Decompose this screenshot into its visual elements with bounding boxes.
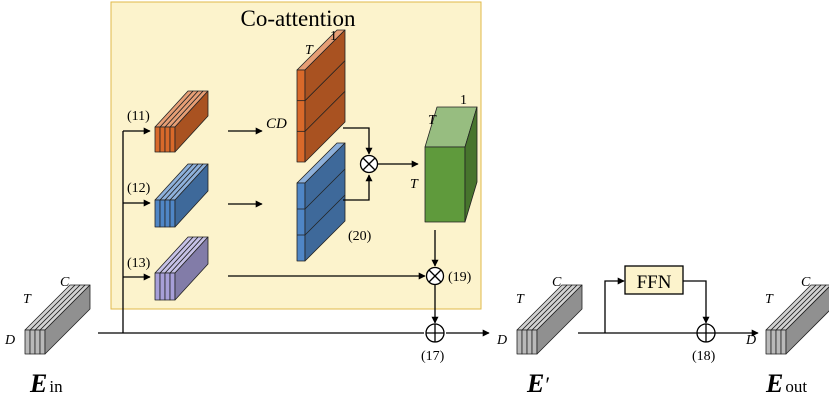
- slice-side: [174, 90, 209, 153]
- slice-front: [154, 199, 161, 228]
- slice-front: [775, 329, 782, 355]
- e-in-block: [24, 284, 91, 355]
- slice-front: [516, 329, 523, 355]
- slice-front: [159, 199, 166, 228]
- slice-front: [154, 126, 161, 153]
- bracket-orange-to-mult: [343, 127, 373, 155]
- slice-front: [521, 329, 528, 355]
- eq-11-label: (11): [127, 109, 150, 124]
- slice-front: [159, 272, 166, 301]
- slice-front: [765, 329, 772, 355]
- block-11-orange: [154, 90, 209, 153]
- tall-division-side: [304, 60, 346, 101]
- eq-13-label: (13): [127, 256, 151, 271]
- tall-front: [296, 182, 306, 262]
- bracket-blue-to-mult: [343, 174, 373, 201]
- slice-front: [164, 126, 171, 153]
- e-prime-name: E′: [526, 369, 550, 398]
- arrow-to-ffn: [604, 277, 625, 333]
- eq-20-label: (20): [348, 229, 372, 244]
- arrow-ffn-to-add: [683, 280, 710, 324]
- slice-front: [159, 126, 166, 153]
- circle-times-icon: [425, 266, 445, 286]
- circle-plus-icon: [425, 323, 445, 343]
- e-prime-label-t: T: [516, 292, 525, 307]
- label-t-green-top: T: [428, 113, 437, 128]
- slice-front: [164, 199, 171, 228]
- e-prime-label-c: C: [552, 275, 562, 290]
- label-1-tall: 1: [330, 29, 337, 44]
- tall-division-side: [304, 91, 346, 132]
- attention-map-green: [424, 106, 478, 223]
- slice-front: [29, 329, 36, 355]
- tall-division-side: [304, 194, 346, 236]
- e-in-label-c: C: [60, 275, 70, 290]
- slice-side: [536, 284, 583, 355]
- sheet-front: [424, 146, 466, 223]
- e-out-label-t: T: [765, 292, 774, 307]
- slice-front: [154, 272, 161, 301]
- slice-front: [780, 329, 787, 355]
- slice-side: [174, 236, 209, 301]
- slice-front: [34, 329, 41, 355]
- tall-block-orange: [296, 29, 346, 163]
- slice-front: [169, 272, 176, 301]
- ffn-label: FFN: [637, 272, 672, 293]
- tall-division-side: [304, 168, 346, 210]
- block-12-blue: [154, 163, 209, 228]
- tall-front: [296, 69, 306, 163]
- tall-block-blue: [296, 142, 346, 262]
- slice-side: [785, 286, 829, 355]
- eq-17-label: (17): [421, 349, 445, 364]
- e-prime-label-d: D: [496, 333, 507, 348]
- sheet-side: [464, 106, 478, 223]
- e-prime-block: [516, 284, 583, 355]
- ffn-box: [624, 265, 684, 295]
- eq-12-label: (12): [127, 181, 151, 196]
- slice-front: [526, 329, 533, 355]
- label-t-green-left: T: [410, 177, 419, 192]
- e-out-label-c: C: [801, 275, 811, 290]
- slice-front: [531, 329, 538, 355]
- label-1-green: 1: [460, 93, 467, 108]
- eq-19-label: (19): [448, 270, 472, 285]
- e-in-label-t: T: [23, 292, 32, 307]
- label-t-tall: T: [305, 43, 314, 58]
- slice-front: [24, 329, 31, 355]
- slice-side: [174, 163, 209, 228]
- e-in-label-d: D: [4, 333, 15, 348]
- e-out-block: [765, 284, 829, 355]
- label-cd: CD: [266, 116, 287, 132]
- slice-front: [169, 126, 176, 153]
- slice-front: [169, 199, 176, 228]
- block-13-lavender: [154, 236, 209, 301]
- slice-side: [44, 284, 91, 355]
- eq-18-label: (18): [692, 349, 716, 364]
- circle-times-icon: [359, 154, 379, 174]
- slice-front: [164, 272, 171, 301]
- circle-plus-icon: [696, 323, 716, 343]
- panel-title: Co-attention: [241, 6, 356, 31]
- slice-front: [770, 329, 777, 355]
- e-out-label-d: D: [745, 333, 756, 348]
- slice-front: [39, 329, 46, 355]
